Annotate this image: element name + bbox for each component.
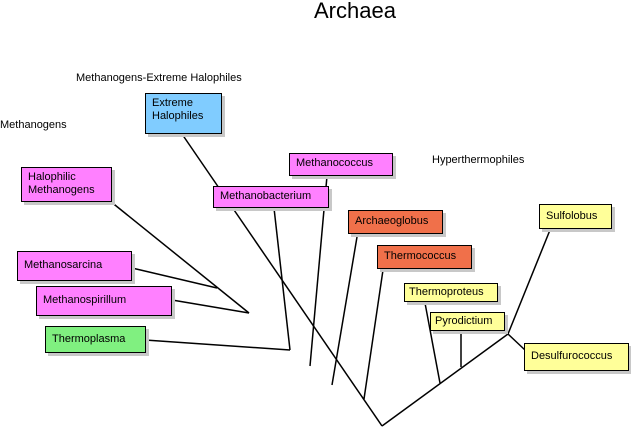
branch-methanospirillum [171, 299, 250, 314]
node-archaeoglobus: Archaeoglobus [348, 210, 443, 234]
branch-thermoproteus [424, 302, 441, 384]
group-label-hyperthermophiles: Hyperthermophiles [432, 154, 525, 166]
node-methanococcus: Methanococcus [289, 153, 393, 176]
branch-thermococcus [363, 269, 384, 400]
branch-archaeoglobus [331, 236, 358, 386]
branch-desulfurococcus [507, 333, 526, 351]
branch-sulfolobus [507, 229, 551, 335]
node-methanosarcina: Methanosarcina [17, 251, 132, 281]
node-thermoplasma: Thermoplasma [45, 326, 146, 353]
node-thermoproteus: Thermoproteus [404, 283, 498, 302]
node-pyrodictium: Pyrodictium [430, 312, 505, 331]
branch-halophilic-methanogens [109, 200, 250, 314]
node-thermococcus: Thermococcus [377, 245, 472, 269]
node-extreme-halophiles: Extreme Halophiles [145, 93, 222, 134]
node-desulfurococcus: Desulfurococcus [524, 343, 629, 371]
hyperthermophile-trunk [381, 333, 509, 427]
branch-methanosarcina [131, 267, 218, 289]
node-methanobacterium: Methanobacterium [213, 186, 329, 208]
group-label-methanogens: Methanogens [0, 119, 67, 131]
node-halophilic-methanogens: Halophilic Methanogens [21, 167, 112, 202]
node-sulfolobus: Sulfolobus [539, 204, 612, 229]
group-label-methanogens-extreme-halophiles: Methanogens-Extreme Halophiles [76, 72, 242, 84]
diagram-title: Archaea [314, 0, 396, 23]
node-methanospirillum: Methanospirillum [36, 286, 172, 316]
branch-thermoplasma [144, 339, 291, 351]
branch-methanobacterium [273, 207, 291, 351]
